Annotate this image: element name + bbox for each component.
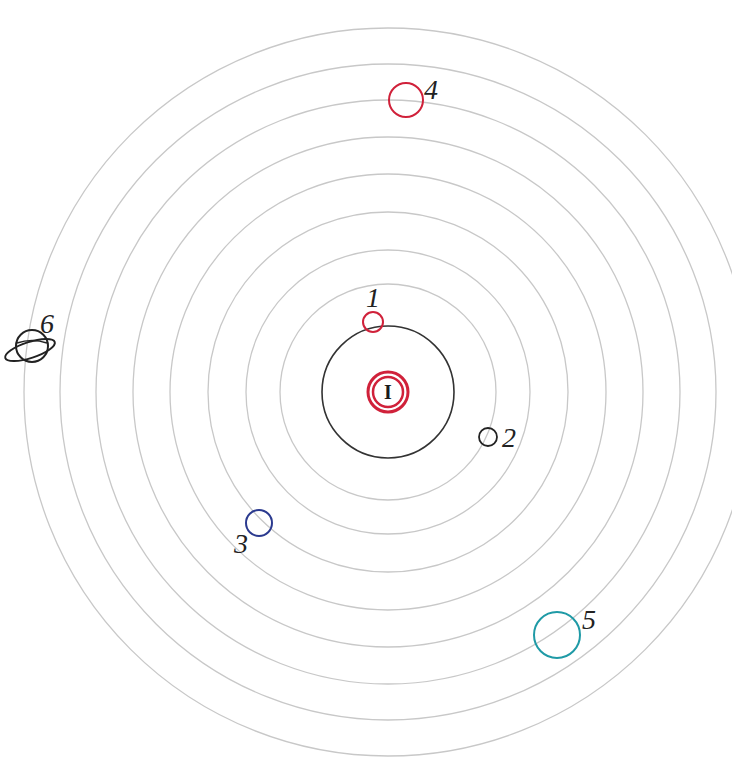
callout-number: 4	[424, 76, 438, 104]
callout-number: 6	[40, 310, 54, 338]
sun-circle: I	[366, 370, 410, 414]
callout-number: 2	[502, 424, 516, 452]
callout-number: 5	[582, 606, 596, 634]
callout-number: 3	[234, 530, 248, 558]
callout-number: 1	[366, 284, 380, 312]
sun-letter: I	[384, 382, 392, 402]
